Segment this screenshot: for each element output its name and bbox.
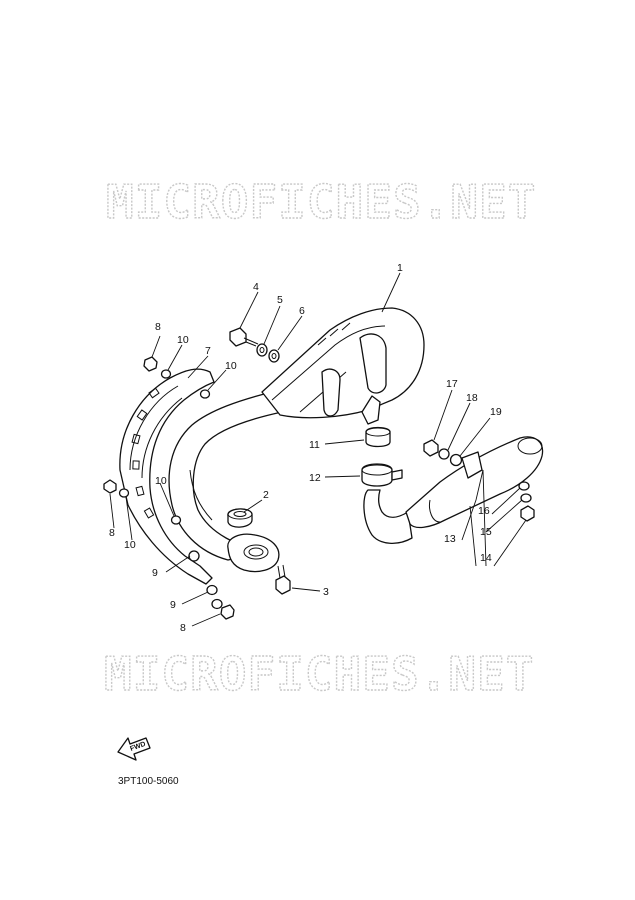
callout-4: 4 <box>253 281 259 293</box>
silencer <box>363 436 544 544</box>
clamp <box>361 463 403 487</box>
bolt-8-top <box>143 356 158 372</box>
callout-8-left: 8 <box>109 527 115 539</box>
washer-9-bottom <box>206 584 218 596</box>
exhaust-pipe <box>168 391 283 561</box>
gasket <box>365 426 391 448</box>
muffler <box>261 307 425 425</box>
callout-13: 13 <box>444 533 456 545</box>
washer-10-top <box>160 369 172 379</box>
callout-10-top: 10 <box>177 334 189 346</box>
washer-9-lower <box>211 598 223 610</box>
gasket-2 <box>227 508 253 528</box>
fwd-arrow-icon: FWD <box>117 737 151 761</box>
callout-12: 12 <box>309 472 321 484</box>
heat-shield <box>119 368 215 585</box>
washer-10-left <box>118 488 130 498</box>
callout-11: 11 <box>309 439 320 451</box>
callout-8-top: 8 <box>155 321 161 333</box>
washer-6 <box>268 349 280 363</box>
washer-10-mid <box>199 389 211 399</box>
callout-5: 5 <box>277 294 283 306</box>
callout-1: 1 <box>397 262 403 274</box>
callout-18: 18 <box>466 392 478 404</box>
watermark-top: MICROFICHES.NET <box>106 175 536 229</box>
callout-9-mid: 9 <box>152 567 158 579</box>
callouts: 1 2 3 4 5 6 7 8 8 8 9 9 10 10 10 10 11 1… <box>109 262 502 634</box>
callout-19: 19 <box>490 406 502 418</box>
washer-10-right <box>170 515 182 525</box>
callout-10-mid: 10 <box>225 360 237 372</box>
washer-19 <box>449 453 463 467</box>
leader-lines <box>109 272 527 627</box>
exhaust-flange <box>227 533 280 573</box>
bolt-3 <box>275 564 291 595</box>
bolt-8-left <box>103 479 117 494</box>
damper-16 <box>518 481 530 491</box>
bolt-14 <box>520 505 535 522</box>
callout-14: 14 <box>480 552 492 564</box>
bolt-17 <box>423 439 439 457</box>
bolt-8-bottom <box>220 604 235 620</box>
callout-3: 3 <box>323 586 329 598</box>
callout-7: 7 <box>205 345 211 357</box>
callout-15: 15 <box>480 526 492 538</box>
callout-9-lower: 9 <box>170 599 176 611</box>
callout-10-right: 10 <box>155 475 167 487</box>
diagram-code: 3PT100-5060 <box>118 776 179 787</box>
callout-17: 17 <box>446 378 458 390</box>
washer-5 <box>256 343 268 357</box>
callout-16: 16 <box>478 505 490 517</box>
watermark-bottom: MICROFICHES.NET <box>104 647 534 701</box>
collar-15 <box>520 493 532 503</box>
washer-18 <box>438 448 450 460</box>
callout-8-bottom: 8 <box>180 622 186 634</box>
callout-6: 6 <box>299 305 305 317</box>
callout-2: 2 <box>263 489 269 501</box>
callout-10-left: 10 <box>124 539 136 551</box>
bolt-4 <box>229 327 259 347</box>
